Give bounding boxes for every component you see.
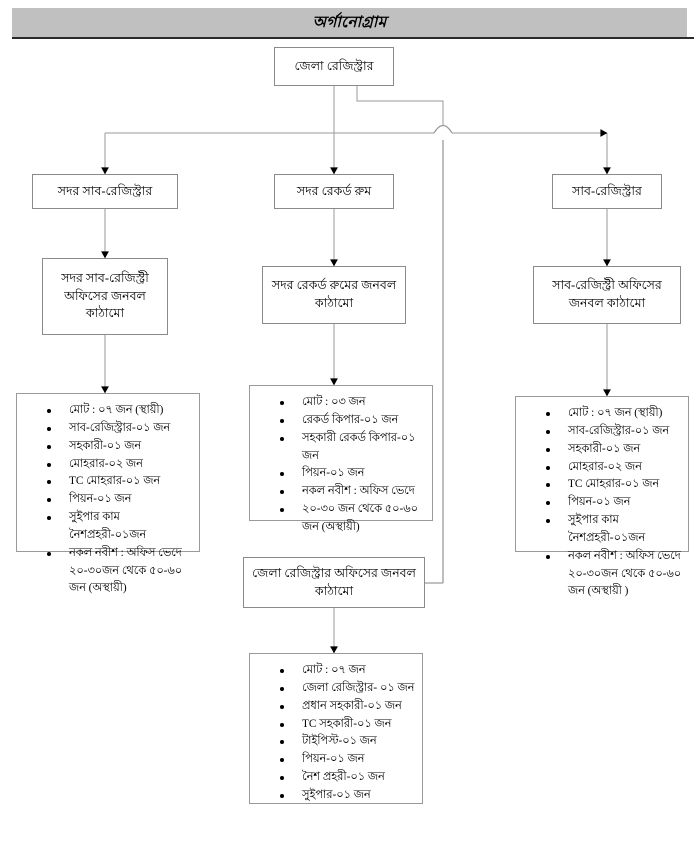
list-item: TC মোহরার-০১ জন <box>546 476 682 494</box>
node-sadar-record-room-staff[interactable]: সদর রেকর্ড রুমের জনবল কাঠামো <box>262 266 406 324</box>
node-sub-registry-staff[interactable]: সাব-রেজিস্ট্রী অফিসের জনবল কাঠামো <box>533 266 681 324</box>
list-item: সাব-রেজিস্ট্রার-০১ জন <box>47 420 193 438</box>
list-sadar-sub-registry-staff: মোট : ০৭ জন (স্থায়ী)সাব-রেজিস্ট্রার-০১ … <box>16 393 200 594</box>
bullet-list: মোট : ০৭ জন (স্থায়ী)সাব-রেজিস্ট্রার-০১ … <box>21 402 193 598</box>
list-item: মোট : ০৭ জন <box>280 662 416 680</box>
list-sub-registry-staff: মোট : ০৭ জন (স্থায়ী)সাব-রেজিস্ট্রার-০১ … <box>515 396 689 597</box>
list-item: TC মোহরার-০১ জন <box>47 473 193 491</box>
list-item: মোহরার-০২ জন <box>47 456 193 474</box>
list-item: মোট : ০৩ জন <box>280 394 426 412</box>
header-divider <box>12 37 694 39</box>
list-item: নকল নবীশ : অফিস ভেদে <box>280 483 426 501</box>
list-item: সুইপার-০১ জন <box>280 787 416 805</box>
list-item: মোহরার-০২ জন <box>546 459 682 477</box>
page-title: অর্গানোগ্রাম <box>312 13 387 31</box>
list-item: TC সহকারী-০১ জন <box>280 716 416 734</box>
list-item: মোট : ০৭ জন (স্থায়ী) <box>47 402 193 420</box>
list-item: সহকারী রেকর্ড কিপার-০১ জন <box>280 430 426 466</box>
node-sub-registrar[interactable]: সাব-রেজিস্ট্রার <box>552 174 662 209</box>
list-item: রেকর্ড কিপার-০১ জন <box>280 412 426 430</box>
list-item: জেলা রেজিস্ট্রার- ০১ জন <box>280 680 416 698</box>
list-item: সহকারী-০১ জন <box>47 438 193 456</box>
list-item: সহকারী-০১ জন <box>546 441 682 459</box>
node-district-registrar[interactable]: জেলা রেজিস্ট্রার <box>274 47 394 86</box>
page-header-band: অর্গানোগ্রাম <box>12 8 687 37</box>
list-item: নৈশ প্রহরী-০১ জন <box>280 769 416 787</box>
wire-bus-hop <box>433 124 453 134</box>
list-item: ২০-৩০ জন থেকে ৫০-৬০ জন (অস্থায়ী) <box>280 501 426 537</box>
bullet-list: মোট : ০৭ জন (স্থায়ী)সাব-রেজিস্ট্রার-০১ … <box>520 405 682 601</box>
list-item: পিয়ন-০১ জন <box>280 751 416 769</box>
list-item: নকল নবীশ : অফিস ভেদে ২০-৩০জন থেকে ৫০-৬০ … <box>47 545 193 599</box>
list-item: সুইপার কাম নৈশপ্রহরী-০১জন <box>47 509 193 545</box>
list-item: পিয়ন-০১ জন <box>546 494 682 512</box>
list-item: টাইপিস্ট-০১ জন <box>280 733 416 751</box>
list-item: সুইপার কাম নৈশপ্রহরী-০১জন <box>546 512 682 548</box>
node-district-registrar-office-staff[interactable]: জেলা রেজিস্ট্রার অফিসের জনবল কাঠামো <box>243 557 425 608</box>
list-item: মোট : ০৭ জন (স্থায়ী) <box>546 405 682 423</box>
wire-dr-branch-top <box>356 86 444 126</box>
node-sadar-record-room[interactable]: সদর রেকর্ড রুম <box>274 174 394 209</box>
node-sadar-sub-registrar[interactable]: সদর সাব-রেজিস্ট্রার <box>32 174 178 209</box>
list-item: পিয়ন-০১ জন <box>280 465 426 483</box>
list-item: সাব-রেজিস্ট্রার-০১ জন <box>546 423 682 441</box>
list-item: নকল নবীশ : অফিস ভেদে ২০-৩০জন থেকে ৫০-৬০ … <box>546 548 682 602</box>
list-item: প্রধান সহকারী-০১ জন <box>280 698 416 716</box>
node-sadar-sub-registry-staff[interactable]: সদর সাব-রেজিস্ট্রী অফিসের জনবল কাঠামো <box>42 258 168 335</box>
list-item: পিয়ন-০১ জন <box>47 491 193 509</box>
